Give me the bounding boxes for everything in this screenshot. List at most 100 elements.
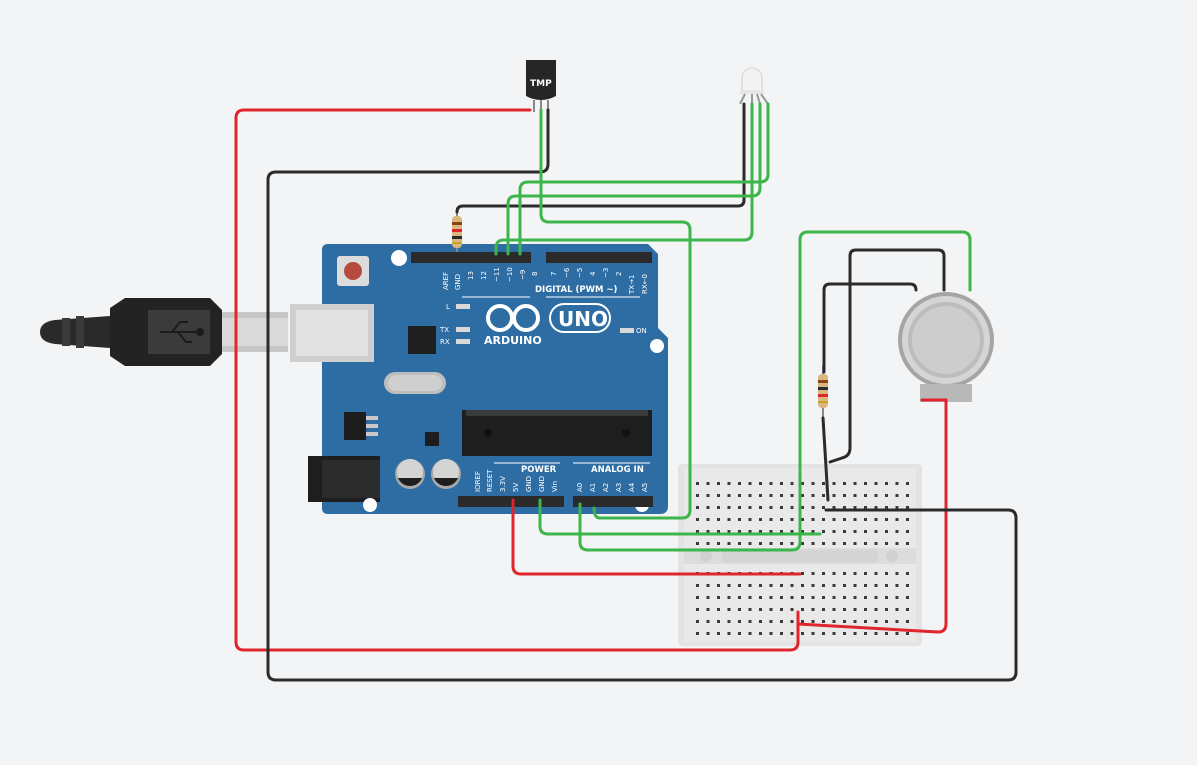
- breadboard-hole[interactable]: [717, 530, 720, 533]
- power-header[interactable]: [458, 496, 653, 507]
- breadboard-hole[interactable]: [748, 542, 752, 545]
- breadboard-hole[interactable]: [790, 494, 794, 497]
- breadboard-hole[interactable]: [717, 506, 720, 509]
- breadboard-hole[interactable]: [853, 608, 857, 611]
- wire-red-5v[interactable]: [511, 498, 802, 576]
- breadboard-hole[interactable]: [874, 572, 878, 575]
- breadboard-hole[interactable]: [727, 542, 731, 545]
- breadboard-hole[interactable]: [790, 482, 794, 485]
- breadboard-hole[interactable]: [696, 530, 699, 533]
- breadboard-hole[interactable]: [885, 596, 888, 599]
- breadboard-hole[interactable]: [727, 482, 731, 485]
- breadboard-hole[interactable]: [864, 506, 867, 509]
- breadboard-hole[interactable]: [780, 506, 783, 509]
- breadboard-hole[interactable]: [717, 608, 720, 611]
- breadboard-hole[interactable]: [780, 608, 783, 611]
- digital-header[interactable]: [411, 252, 652, 263]
- breadboard-hole[interactable]: [769, 494, 773, 497]
- breadboard-hole[interactable]: [864, 632, 867, 635]
- breadboard-hole[interactable]: [738, 494, 741, 497]
- breadboard-hole[interactable]: [864, 608, 867, 611]
- breadboard-hole[interactable]: [811, 596, 815, 599]
- breadboard-hole[interactable]: [822, 482, 825, 485]
- breadboard-hole[interactable]: [769, 584, 773, 587]
- breadboard-hole[interactable]: [717, 632, 720, 635]
- breadboard-hole[interactable]: [696, 482, 699, 485]
- breadboard-hole[interactable]: [717, 482, 720, 485]
- breadboard-hole[interactable]: [811, 608, 815, 611]
- breadboard-hole[interactable]: [738, 530, 741, 533]
- breadboard-hole[interactable]: [801, 620, 804, 623]
- breadboard-hole[interactable]: [769, 542, 773, 545]
- breadboard-hole[interactable]: [864, 596, 867, 599]
- breadboard-hole[interactable]: [832, 584, 836, 587]
- breadboard-hole[interactable]: [885, 518, 888, 521]
- breadboard-hole[interactable]: [822, 518, 825, 521]
- breadboard-hole[interactable]: [801, 530, 804, 533]
- breadboard-hole[interactable]: [874, 620, 878, 623]
- breadboard-hole[interactable]: [822, 608, 825, 611]
- breadboard-hole[interactable]: [801, 584, 804, 587]
- breadboard-hole[interactable]: [895, 596, 899, 599]
- breadboard-hole[interactable]: [906, 608, 909, 611]
- breadboard-hole[interactable]: [843, 596, 846, 599]
- breadboard-hole[interactable]: [717, 596, 720, 599]
- breadboard-hole[interactable]: [832, 494, 836, 497]
- breadboard-hole[interactable]: [769, 506, 773, 509]
- breadboard-hole[interactable]: [769, 482, 773, 485]
- breadboard-hole[interactable]: [843, 530, 846, 533]
- wire-black-gas-2[interactable]: [822, 282, 918, 374]
- temperature-sensor[interactable]: TMP: [526, 60, 556, 112]
- breadboard-hole[interactable]: [790, 506, 794, 509]
- breadboard-hole[interactable]: [811, 584, 815, 587]
- breadboard-hole[interactable]: [780, 494, 783, 497]
- breadboard-hole[interactable]: [780, 596, 783, 599]
- breadboard-hole[interactable]: [906, 542, 909, 545]
- breadboard-hole[interactable]: [727, 518, 731, 521]
- breadboard-hole[interactable]: [759, 518, 762, 521]
- breadboard-hole[interactable]: [874, 608, 878, 611]
- breadboard-hole[interactable]: [832, 572, 836, 575]
- breadboard-hole[interactable]: [801, 482, 804, 485]
- breadboard-hole[interactable]: [906, 494, 909, 497]
- breadboard-hole[interactable]: [780, 482, 783, 485]
- breadboard-hole[interactable]: [895, 482, 899, 485]
- breadboard-hole[interactable]: [748, 482, 752, 485]
- breadboard-hole[interactable]: [738, 632, 741, 635]
- breadboard-hole[interactable]: [748, 518, 752, 521]
- breadboard-hole[interactable]: [895, 542, 899, 545]
- breadboard-hole[interactable]: [874, 632, 878, 635]
- breadboard-hole[interactable]: [769, 608, 773, 611]
- breadboard-hole[interactable]: [895, 584, 899, 587]
- breadboard-hole[interactable]: [727, 596, 731, 599]
- breadboard-hole[interactable]: [706, 530, 710, 533]
- breadboard-hole[interactable]: [843, 572, 846, 575]
- breadboard-hole[interactable]: [717, 620, 720, 623]
- breadboard-hole[interactable]: [780, 518, 783, 521]
- breadboard-hole[interactable]: [853, 542, 857, 545]
- wire-red-tmp-power[interactable]: [234, 108, 800, 652]
- breadboard-hole[interactable]: [853, 620, 857, 623]
- breadboard-hole[interactable]: [748, 530, 752, 533]
- breadboard-hole[interactable]: [696, 494, 699, 497]
- breadboard-hole[interactable]: [706, 542, 710, 545]
- breadboard-hole[interactable]: [885, 494, 888, 497]
- breadboard-hole[interactable]: [790, 620, 794, 623]
- breadboard-hole[interactable]: [780, 542, 783, 545]
- breadboard-hole[interactable]: [853, 596, 857, 599]
- breadboard-hole[interactable]: [696, 584, 699, 587]
- breadboard-hole[interactable]: [906, 518, 909, 521]
- breadboard-hole[interactable]: [717, 494, 720, 497]
- breadboard-hole[interactable]: [759, 584, 762, 587]
- breadboard-hole[interactable]: [822, 620, 825, 623]
- breadboard-hole[interactable]: [790, 584, 794, 587]
- breadboard-hole[interactable]: [738, 506, 741, 509]
- breadboard-hole[interactable]: [696, 506, 699, 509]
- breadboard-hole[interactable]: [748, 608, 752, 611]
- breadboard-hole[interactable]: [801, 518, 804, 521]
- breadboard-hole[interactable]: [885, 530, 888, 533]
- wire-green-gas-a0[interactable]: [578, 230, 972, 552]
- breadboard-hole[interactable]: [895, 608, 899, 611]
- breadboard-hole[interactable]: [811, 572, 815, 575]
